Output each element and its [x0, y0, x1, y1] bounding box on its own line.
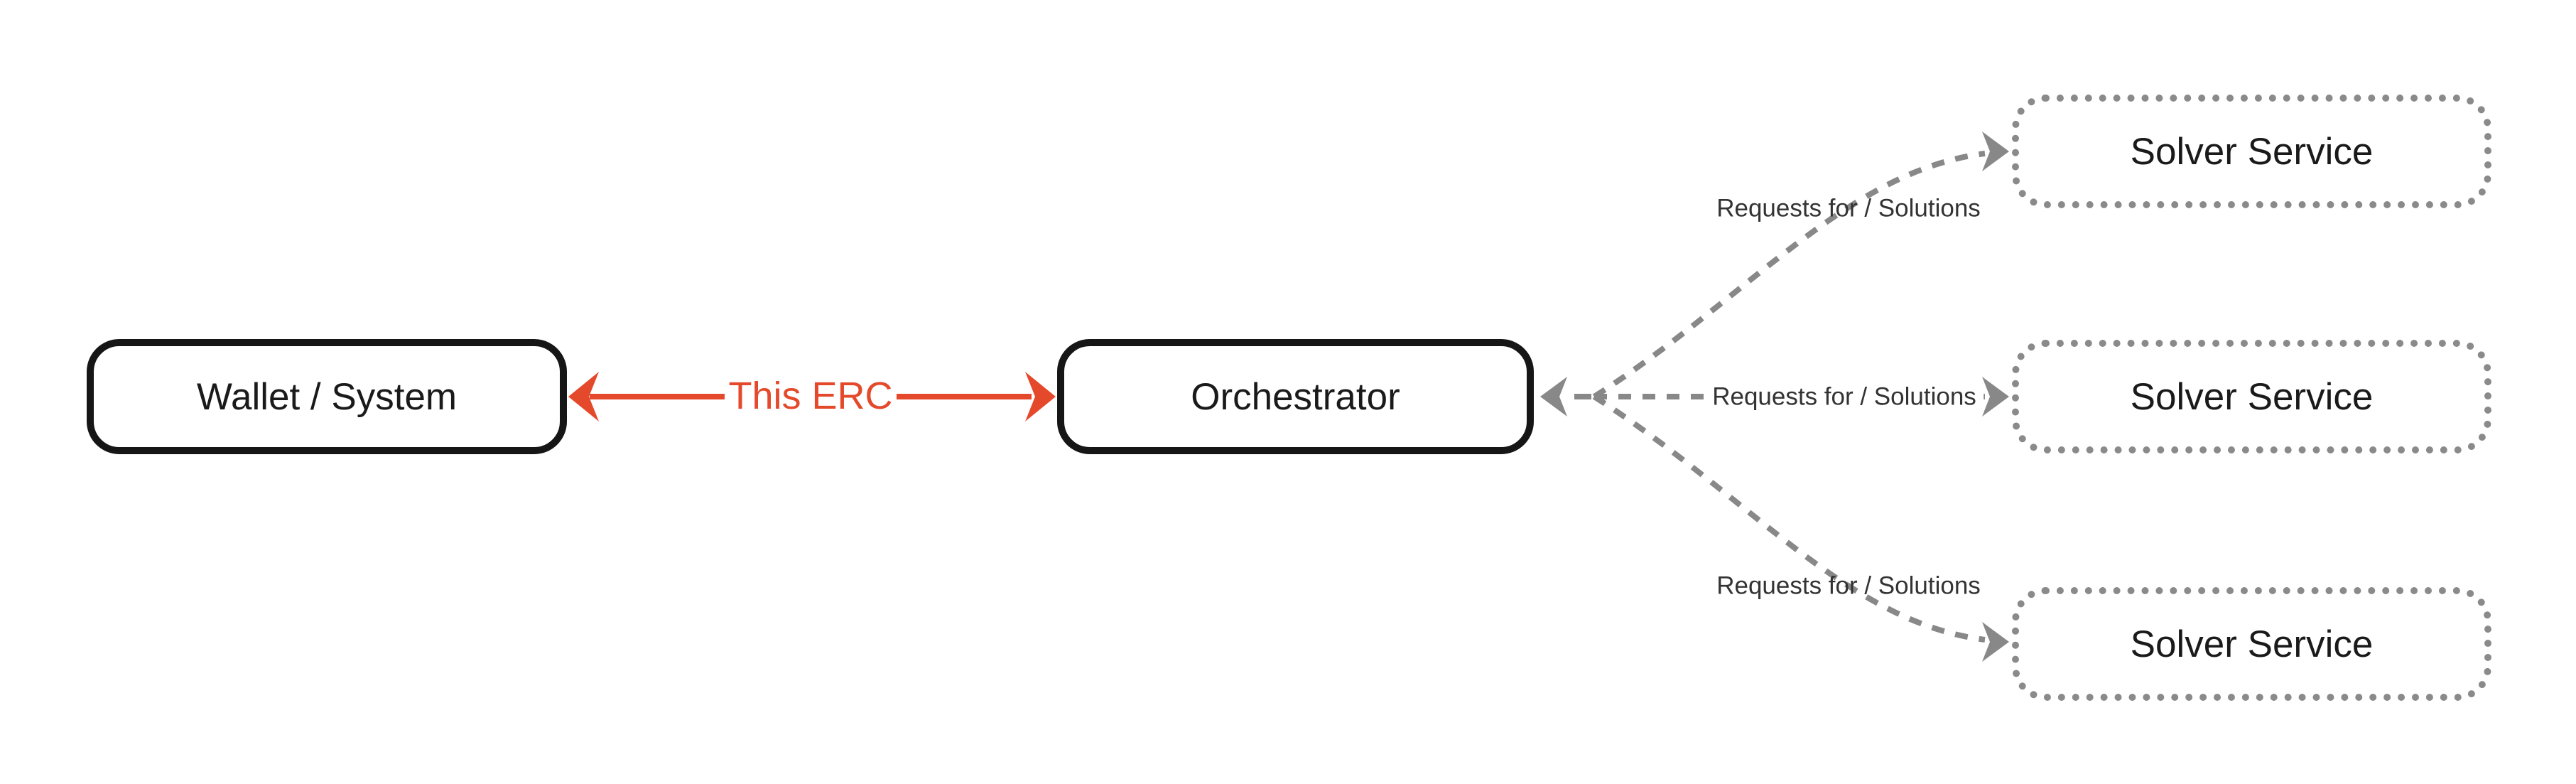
request-edge-label-middle: Requests for / Solutions — [1705, 380, 1984, 414]
node-wallet-system-label: Wallet / System — [196, 375, 458, 418]
node-solver-service-2-label: Solver Service — [2130, 375, 2374, 418]
erc-arrowhead-left-icon — [568, 372, 599, 421]
node-solver-service-1-label: Solver Service — [2130, 130, 2374, 173]
node-orchestrator-label: Orchestrator — [1191, 375, 1400, 418]
solver-arrowhead-bottom-icon — [1982, 622, 2009, 662]
solver-arrowhead-middle-icon — [1982, 377, 2009, 417]
node-solver-service-2: Solver Service — [2012, 340, 2491, 453]
node-solver-service-3: Solver Service — [2012, 587, 2491, 701]
node-orchestrator: Orchestrator — [1057, 339, 1534, 454]
erc-arrowhead-right-icon — [1025, 372, 1056, 421]
node-solver-service-3-label: Solver Service — [2130, 623, 2374, 665]
request-edge-label-top: Requests for / Solutions — [1716, 194, 1981, 222]
orchestrator-arrowhead-icon — [1540, 377, 1567, 417]
request-edge-bottom — [1592, 394, 1986, 643]
request-edge-label-bottom: Requests for / Solutions — [1716, 571, 1981, 600]
solver-arrowhead-top-icon — [1982, 131, 2009, 171]
erc-edge-label: This ERC — [728, 375, 893, 417]
node-solver-service-1: Solver Service — [2012, 95, 2491, 208]
node-wallet-system: Wallet / System — [87, 339, 567, 454]
request-edge-top — [1592, 151, 1986, 399]
